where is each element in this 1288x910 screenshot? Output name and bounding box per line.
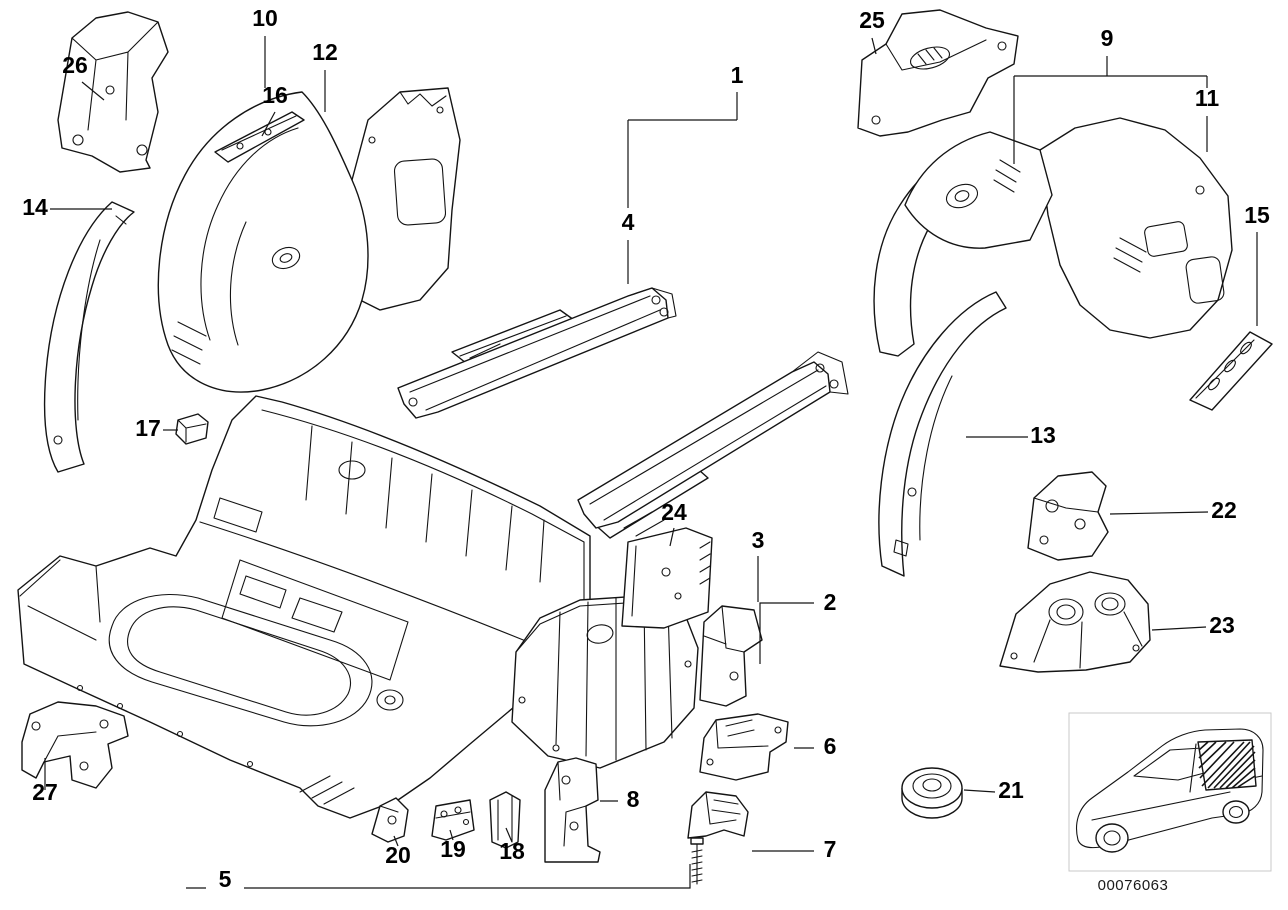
- leader-19: [449, 829, 454, 841]
- callout-5: 5: [219, 866, 232, 892]
- leader-25: [871, 37, 877, 55]
- leader-18: [505, 827, 513, 843]
- callout-13: 13: [1030, 422, 1056, 448]
- callout-23: 23: [1209, 612, 1235, 638]
- left-side-member-illustration: [43, 201, 135, 473]
- callout-15: 15: [1244, 202, 1270, 228]
- callout-22: 22: [1211, 497, 1237, 523]
- callout-10: 10: [252, 5, 278, 31]
- callout-12: 12: [312, 39, 338, 65]
- callout-6: 6: [824, 733, 837, 759]
- car-front-wheel: [1222, 800, 1250, 824]
- drawing-number: 00076063: [1098, 877, 1169, 894]
- sill-strip-illustration: [1189, 331, 1273, 411]
- callout-18: 18: [499, 838, 525, 864]
- crossmember-front-illustration: [397, 287, 677, 419]
- callout-16: 16: [262, 82, 288, 108]
- callout-19: 19: [440, 836, 466, 862]
- leader-23: [1151, 626, 1207, 631]
- callout-9: 9: [1101, 25, 1114, 51]
- leader-2: [759, 602, 814, 664]
- clip-17-illustration: [175, 413, 209, 445]
- callout-3: 3: [752, 527, 765, 553]
- bracket-22-illustration: [1027, 471, 1109, 561]
- callout-20: 20: [385, 842, 411, 868]
- grommet-21-illustration: [901, 767, 963, 819]
- right-wheel-housing-illustration: [873, 117, 1233, 357]
- callout-17: 17: [135, 415, 161, 441]
- callout-labels: 1 2 3 4 5 6 7 8 9 10 11 12 13 14 15 16 1…: [22, 5, 1270, 892]
- callout-11: 11: [1195, 85, 1220, 111]
- floor-pan-illustration: [17, 395, 591, 819]
- bracket-23-illustration: [999, 571, 1151, 673]
- car-rear-wheel: [1095, 823, 1129, 853]
- leader-1: [627, 92, 738, 284]
- leader-5: [186, 864, 691, 889]
- plate-24-illustration: [621, 527, 713, 629]
- leader-24: [669, 527, 675, 547]
- leader-9: [1013, 56, 1208, 164]
- bracket-27-illustration: [21, 701, 129, 789]
- callout-24: 24: [661, 499, 687, 525]
- bracket-26-illustration: [57, 11, 169, 173]
- leader-20: [393, 835, 399, 847]
- callout-7: 7: [824, 836, 837, 862]
- bracket-7-illustration: [687, 791, 749, 885]
- callout-27: 27: [32, 779, 58, 805]
- leader-lines: [44, 36, 1258, 889]
- clip-18-illustration: [489, 791, 521, 849]
- car-trunk-area: [1197, 739, 1257, 791]
- left-wheel-housing-illustration: [157, 87, 461, 393]
- leader-16: [261, 111, 276, 137]
- callout-2: 2: [824, 589, 837, 615]
- leader-22: [1109, 511, 1209, 515]
- car-locator-thumbnail: 00076063: [1068, 712, 1272, 894]
- bracket-8-illustration: [544, 757, 601, 863]
- bracket-25-illustration: [857, 9, 1019, 137]
- wheel-arch-band-illustration: [878, 291, 1007, 577]
- callout-8: 8: [627, 786, 640, 812]
- callout-1: 1: [731, 62, 744, 88]
- callout-14: 14: [22, 194, 48, 220]
- crossmember-rear-illustration: [577, 351, 849, 539]
- callout-4: 4: [622, 209, 635, 235]
- callout-26: 26: [62, 52, 88, 78]
- trunk-hatch-marks: [1198, 741, 1256, 789]
- leader-21: [963, 789, 996, 793]
- support-3-illustration: [699, 605, 763, 707]
- callout-21: 21: [998, 777, 1024, 803]
- leader-26: [81, 81, 105, 101]
- trunk-floor-box-illustration: [511, 595, 699, 769]
- bracket-6-illustration: [699, 713, 789, 781]
- plate-19-illustration: [431, 799, 475, 841]
- callout-25: 25: [859, 7, 885, 33]
- thumbnail-frame: [1068, 712, 1272, 872]
- support-rail-illustration: [214, 111, 305, 163]
- bracket-20-illustration: [371, 797, 409, 843]
